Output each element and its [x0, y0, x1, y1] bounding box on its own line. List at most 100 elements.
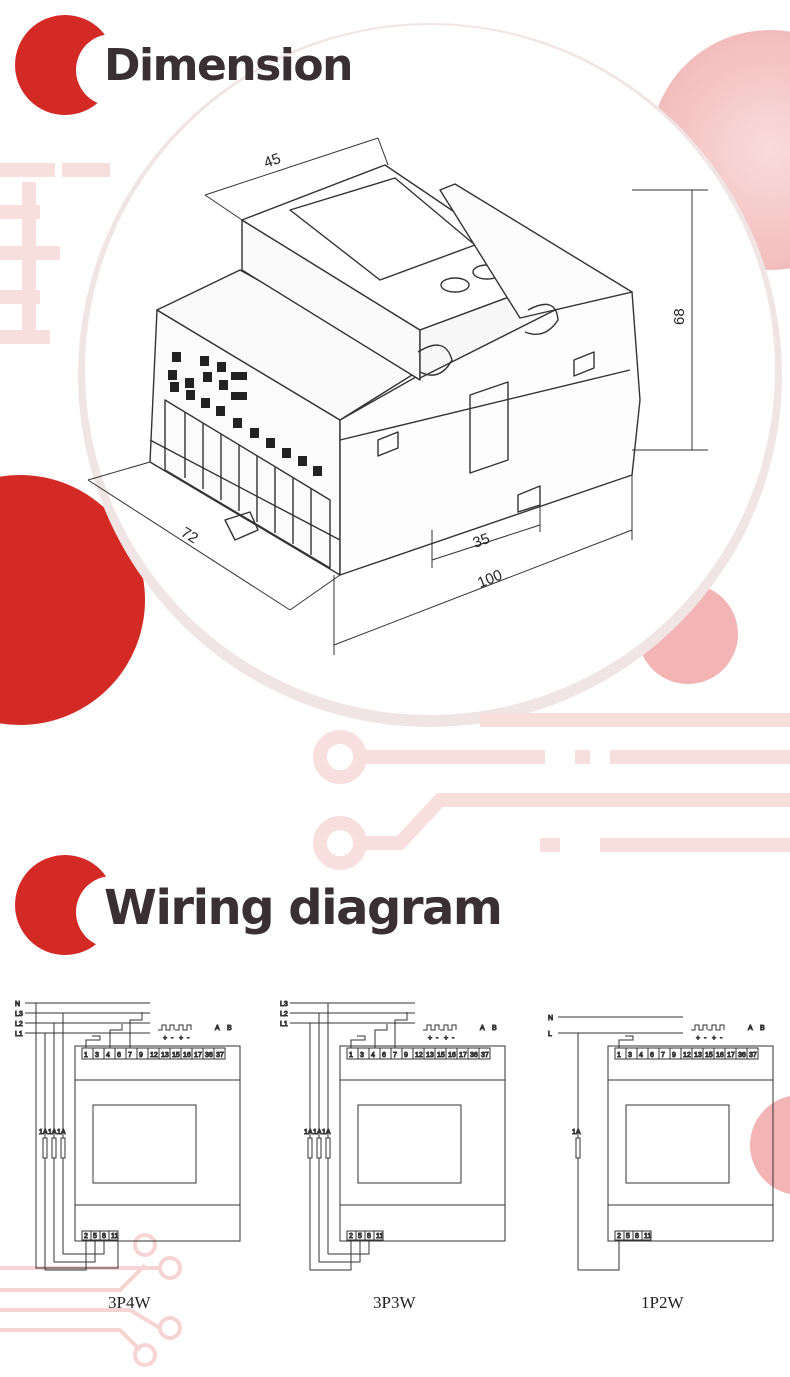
terminal-top-13: 13	[426, 1052, 434, 1059]
terminal-top-16: 16	[716, 1052, 724, 1059]
terminal-top-37: 37	[481, 1052, 489, 1059]
terminal-top-3: 3	[95, 1052, 99, 1059]
fuse-label: 1A	[39, 1129, 48, 1136]
wiring-label-1p2w: 1P2W	[641, 1293, 684, 1312]
terminal-top-7: 7	[661, 1052, 665, 1059]
pulse-label: +	[163, 1035, 167, 1042]
line-label-l: L	[548, 1031, 552, 1038]
terminal-top-4: 4	[371, 1052, 375, 1059]
comm-label-a: A	[215, 1025, 220, 1032]
line-label-l2: L2	[280, 1011, 288, 1018]
dimension-drawing: 45 68 72 35 100	[87, 137, 708, 655]
terminal-bottom-8: 8	[635, 1233, 639, 1240]
terminal-top-13: 13	[694, 1052, 702, 1059]
terminal-bottom-8: 8	[367, 1233, 371, 1240]
wiring-label-3p3w: 3P3W	[373, 1293, 416, 1312]
terminal-top-6: 6	[117, 1052, 121, 1059]
terminal-bottom-11: 11	[644, 1233, 651, 1240]
line-label-n: N	[548, 1015, 553, 1022]
terminal-top-1: 1	[84, 1052, 88, 1059]
terminal-bottom-5: 5	[93, 1233, 97, 1240]
fuse-label: 1A	[304, 1129, 313, 1136]
terminal-top-17: 17	[459, 1052, 467, 1059]
comm-label-a: A	[748, 1025, 753, 1032]
dimension-heading: Dimension	[104, 40, 353, 91]
terminal-top-6: 6	[650, 1052, 654, 1059]
dim-depth: 72	[178, 524, 201, 547]
line-label-n: N	[15, 1001, 20, 1008]
dim-width-top: 45	[262, 150, 283, 172]
terminal-top-36: 36	[738, 1052, 746, 1059]
pulse-label: -	[436, 1035, 439, 1042]
terminal-top-15: 15	[172, 1052, 180, 1059]
terminal-bottom-2: 2	[349, 1233, 353, 1240]
pulse-label: +	[428, 1035, 432, 1042]
terminal-top-3: 3	[628, 1052, 632, 1059]
line-label-l2: L2	[15, 1021, 23, 1028]
comm-label-b: B	[492, 1025, 497, 1032]
terminal-top-1: 1	[617, 1052, 621, 1059]
pulse-label: -	[171, 1035, 174, 1042]
fuse-label: 1A	[313, 1129, 322, 1136]
terminal-top-6: 6	[382, 1052, 386, 1059]
terminal-top-9: 9	[404, 1052, 408, 1059]
terminal-top-13: 13	[161, 1052, 169, 1059]
terminal-top-17: 17	[194, 1052, 202, 1059]
dim-height: 68	[671, 308, 688, 325]
fuse-label: 1A	[57, 1129, 66, 1136]
comm-label-a: A	[480, 1025, 485, 1032]
pulse-label: +	[712, 1035, 716, 1042]
pulse-label: -	[720, 1035, 723, 1042]
pulse-label: +	[696, 1035, 700, 1042]
terminal-top-37: 37	[749, 1052, 757, 1059]
wiring-diagram-heading: Wiring diagram	[104, 880, 503, 936]
terminal-bottom-2: 2	[617, 1233, 621, 1240]
comm-label-b: B	[227, 1025, 232, 1032]
terminal-top-15: 15	[705, 1052, 713, 1059]
fuse-label: 1A	[572, 1129, 581, 1136]
terminal-bottom-5: 5	[626, 1233, 630, 1240]
fuse-label: 1A	[322, 1129, 331, 1136]
wiring-label-3p4w: 3P4W	[108, 1293, 151, 1312]
terminal-bottom-11: 11	[376, 1233, 383, 1240]
terminal-top-36: 36	[205, 1052, 213, 1059]
pulse-label: +	[444, 1035, 448, 1042]
terminal-top-4: 4	[639, 1052, 643, 1059]
terminal-top-4: 4	[106, 1052, 110, 1059]
line-label-l1: L1	[280, 1021, 288, 1028]
terminal-top-12: 12	[415, 1052, 423, 1059]
terminal-top-1: 1	[349, 1052, 353, 1059]
terminal-bottom-8: 8	[102, 1233, 106, 1240]
device-terminal-marks	[168, 352, 322, 476]
red-circle-left	[0, 475, 145, 725]
terminal-top-12: 12	[150, 1052, 158, 1059]
terminal-bottom-2: 2	[84, 1233, 88, 1240]
terminal-top-37: 37	[216, 1052, 224, 1059]
terminal-top-3: 3	[360, 1052, 364, 1059]
line-label-l3: L3	[15, 1011, 23, 1018]
terminal-top-16: 16	[448, 1052, 456, 1059]
terminal-top-9: 9	[672, 1052, 676, 1059]
terminal-top-9: 9	[139, 1052, 143, 1059]
fuse-label: 1A	[48, 1129, 57, 1136]
line-label-l3: L3	[280, 1001, 288, 1008]
terminal-bottom-11: 11	[111, 1233, 118, 1240]
terminal-bottom-5: 5	[358, 1233, 362, 1240]
dim-rail-width: 35	[471, 530, 492, 552]
terminal-top-15: 15	[437, 1052, 445, 1059]
terminal-top-7: 7	[128, 1052, 132, 1059]
pink-circle-right-bottom	[750, 1096, 790, 1194]
pulse-label: +	[179, 1035, 183, 1042]
terminal-top-7: 7	[393, 1052, 397, 1059]
comm-label-b: B	[760, 1025, 765, 1032]
pulse-label: -	[704, 1035, 707, 1042]
line-label-l1: L1	[15, 1031, 23, 1038]
terminal-top-17: 17	[727, 1052, 735, 1059]
pulse-label: -	[187, 1035, 190, 1042]
terminal-top-36: 36	[470, 1052, 478, 1059]
terminal-top-12: 12	[683, 1052, 691, 1059]
